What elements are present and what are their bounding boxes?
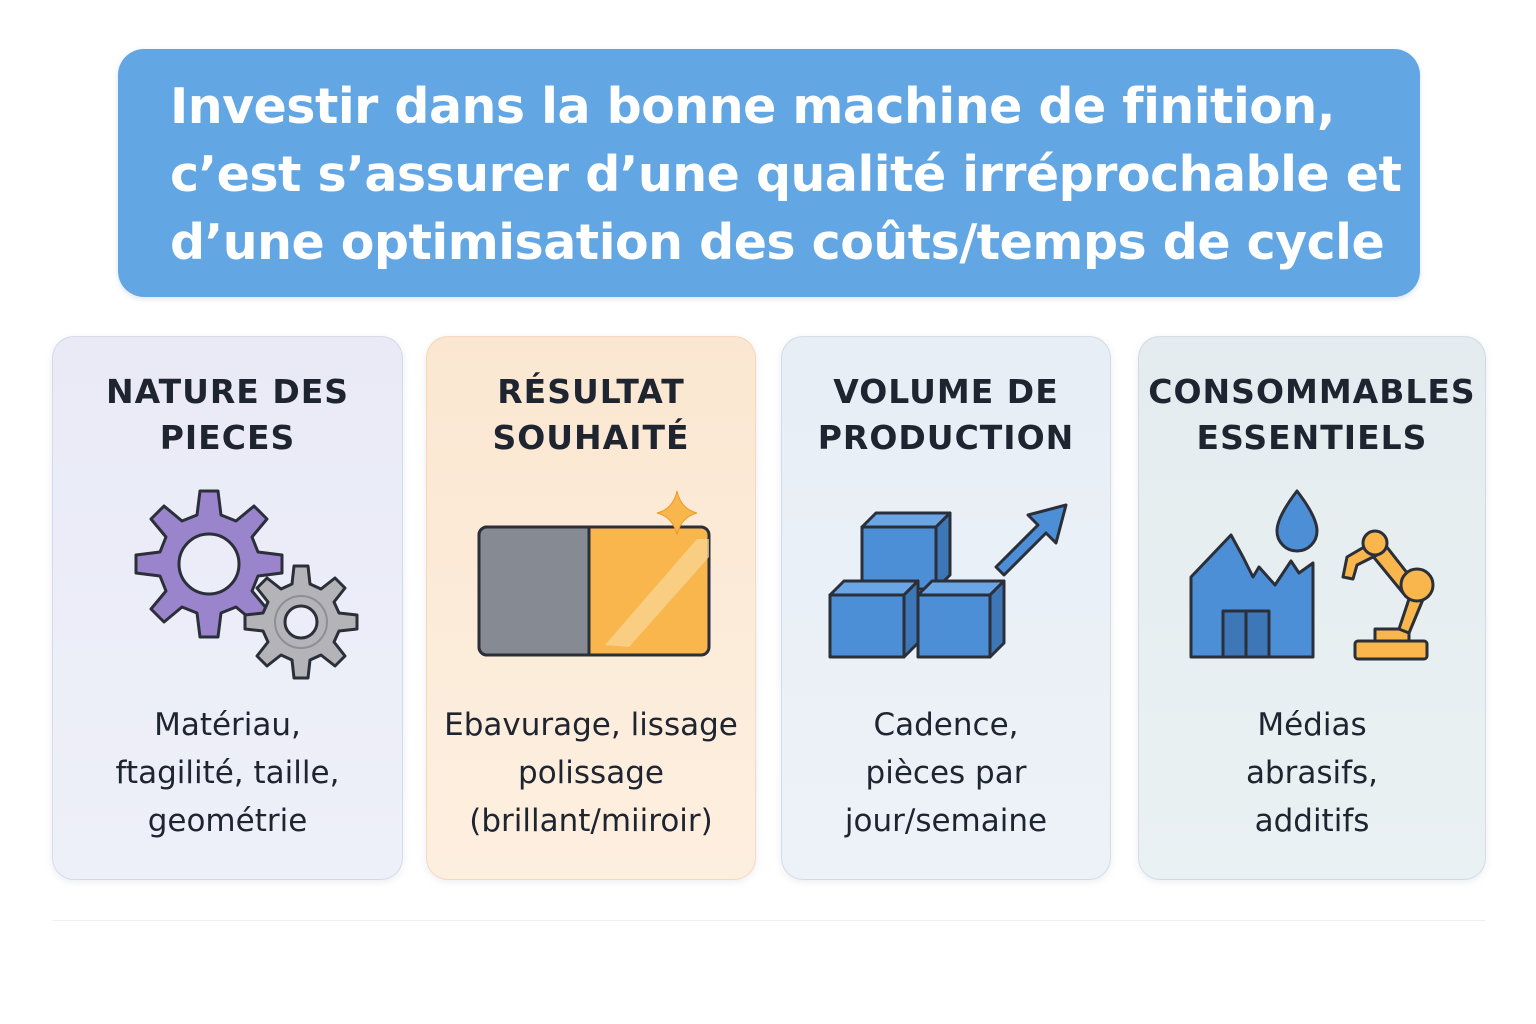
card-description: Ebavurage, lissage polissage (brillant/m… bbox=[444, 707, 738, 839]
headline-line-2: c’est s’assurer d’une qualité irréprocha… bbox=[170, 146, 1402, 203]
card-nature-des-pieces: NATURE DES PIECES Matériau, ftagilité, t… bbox=[52, 336, 403, 880]
card-description: Cadence, pièces par jour/semaine bbox=[844, 707, 1048, 839]
card-description: Matériau, ftagilité, taille, geométrie bbox=[115, 707, 340, 839]
card-title: VOLUME DE PRODUCTION bbox=[817, 372, 1075, 457]
card-consommables-essentiels: CONSOMMABLES ESSENTIELS Médias abrasifs,… bbox=[1138, 336, 1486, 880]
bottom-divider bbox=[52, 920, 1486, 921]
gears-icon bbox=[134, 489, 359, 680]
card-title: RÉSULTAT SOUHAITÉ bbox=[492, 372, 690, 457]
card-volume-de-production: VOLUME DE PRODUCTION Cadence, pièces par… bbox=[781, 336, 1111, 880]
card-description: Médias abrasifs, additifs bbox=[1245, 707, 1379, 839]
polished-surface-icon bbox=[477, 490, 711, 657]
headline-line-1: Investir dans la bonne machine de finiti… bbox=[170, 78, 1335, 135]
factory-drop-robot-arm-icon bbox=[1189, 489, 1435, 661]
card-title: CONSOMMABLES ESSENTIELS bbox=[1148, 372, 1476, 457]
card-resultat-souhaite: RÉSULTAT SOUHAITÉ Ebavurage, lissage pol… bbox=[426, 336, 756, 880]
stacked-boxes-growth-icon bbox=[828, 503, 1068, 659]
headline-line-3: d’une optimisation des coûts/temps de cy… bbox=[170, 214, 1385, 271]
card-title: NATURE DES PIECES bbox=[105, 372, 350, 457]
headline-banner: Investir dans la bonne machine de finiti… bbox=[118, 49, 1420, 297]
